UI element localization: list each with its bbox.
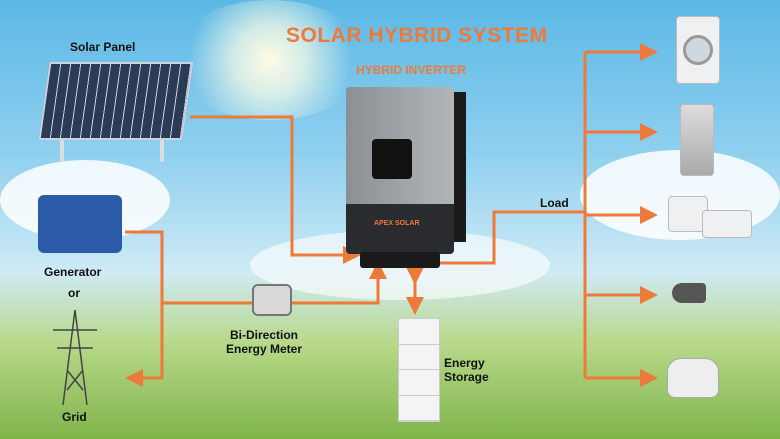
ac-indoor-unit-icon [702, 210, 752, 238]
inverter-bottom: APEX SOLAR [346, 204, 454, 254]
inverter-display [372, 139, 412, 179]
meter-label-line1: Bi-Direction [230, 328, 299, 342]
ac-outdoor-unit-icon [668, 196, 708, 232]
energy-storage-icon [398, 318, 440, 422]
hair-dryer-icon [672, 283, 706, 303]
storage-label-line2: Storage [444, 370, 489, 384]
grid-tower-icon [53, 310, 97, 405]
panel-stand [60, 140, 64, 162]
solar-panel-label: Solar Panel [70, 40, 136, 54]
load-label: Load [540, 196, 569, 210]
panel-stand [160, 140, 164, 162]
inverter-to-load-line [440, 210, 585, 265]
meter-label-line2: Energy Meter [226, 342, 303, 356]
solar-to-inverter-line [190, 115, 361, 264]
generator-grid-line [125, 230, 164, 387]
inverter-label: HYBRID INVERTER [356, 63, 467, 77]
meter-to-inverter-line [162, 261, 387, 305]
grid-label: Grid [62, 410, 87, 424]
generator-label: Generator [44, 265, 102, 279]
energy-meter-icon [252, 284, 292, 316]
inverter-brand: APEX SOLAR [374, 220, 420, 227]
inverter-bracket [454, 92, 466, 242]
rice-cooker-icon [667, 358, 719, 398]
washing-machine-icon [676, 16, 720, 84]
hybrid-inverter-icon: APEX SOLAR [346, 87, 454, 254]
diagram-title: SOLAR HYBRID SYSTEM [286, 24, 548, 47]
inverter-ports [360, 252, 440, 268]
sun-glow [170, 0, 370, 120]
refrigerator-icon [680, 104, 714, 176]
storage-label-line1: Energy [444, 356, 485, 370]
generator-icon [38, 195, 122, 253]
or-label: or [68, 286, 80, 300]
solar-panel-icon [38, 62, 194, 140]
